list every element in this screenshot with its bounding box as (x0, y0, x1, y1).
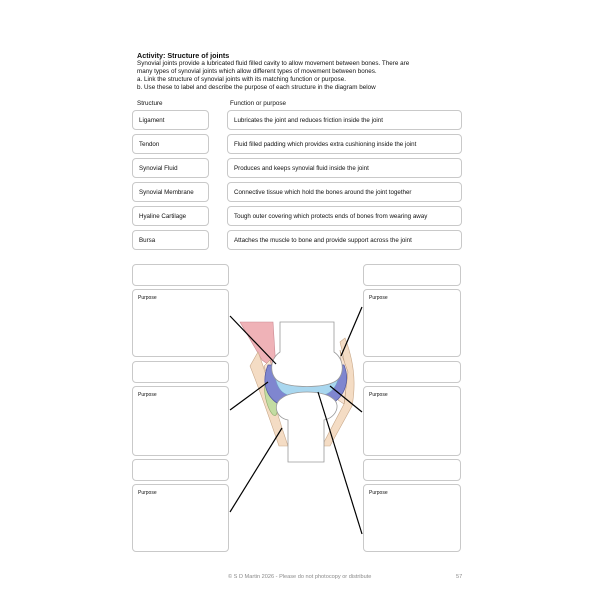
copyright-footer: © S D Martin 2026 - Please do not photoc… (228, 574, 371, 580)
purpose-label: Purpose (138, 295, 157, 301)
upper-bone-shape (272, 322, 343, 387)
purpose-label: Purpose (369, 392, 388, 398)
purpose-box-right-3[interactable]: Purpose (363, 484, 461, 552)
purpose-label: Purpose (138, 490, 157, 496)
leader-line (230, 428, 282, 512)
label-box-left-2[interactable] (132, 361, 229, 383)
purpose-box-left-2[interactable]: Purpose (132, 386, 229, 456)
purpose-box-left-1[interactable]: Purpose (132, 289, 229, 357)
purpose-box-right-1[interactable]: Purpose (363, 289, 461, 357)
page-number: 57 (456, 574, 462, 580)
purpose-box-left-3[interactable]: Purpose (132, 484, 229, 552)
leader-line (341, 307, 362, 356)
label-box-left-1[interactable] (132, 264, 229, 286)
purpose-label: Purpose (369, 490, 388, 496)
label-box-right-2[interactable] (363, 361, 461, 383)
label-box-left-3[interactable] (132, 459, 229, 481)
lower-bone-shape (276, 392, 337, 462)
purpose-label: Purpose (369, 295, 388, 301)
label-box-right-3[interactable] (363, 459, 461, 481)
purpose-label: Purpose (138, 392, 157, 398)
purpose-box-right-2[interactable]: Purpose (363, 386, 461, 456)
label-box-right-1[interactable] (363, 264, 461, 286)
